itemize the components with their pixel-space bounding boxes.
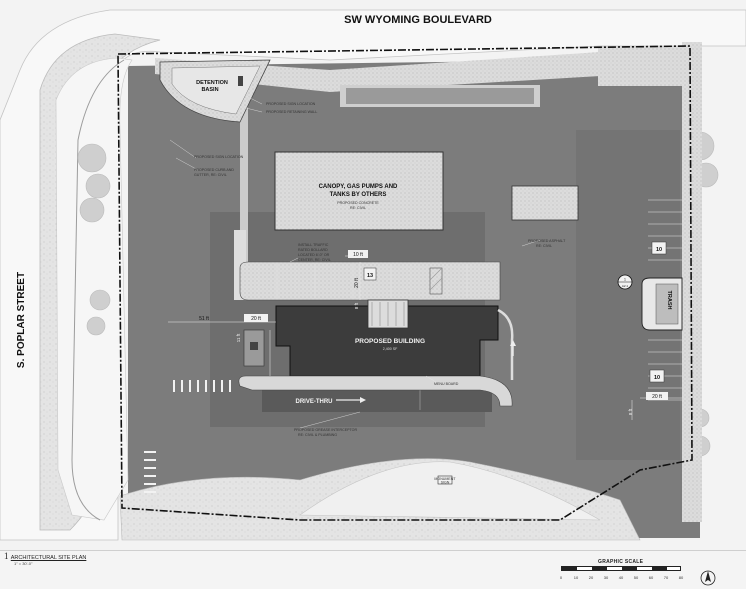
north-arrow-icon [700,570,716,586]
accessible-aisle-hatch [429,267,443,295]
dim-8ft-east: 8 ft [628,408,633,415]
east-curb-return [497,308,514,380]
graphic-scale-ticks: 0 10 20 30 40 50 60 70 80 [559,575,691,581]
graphic-scale-bar [561,566,681,571]
leader-lines [169,95,541,429]
elevation-marker: 1 A2.1 [617,274,633,290]
callout-asphalt-1: PROPOSED ASPHALT [528,239,566,243]
dim-51ft: 51 ft [199,316,209,322]
callout-bollard-3: LOCATED 6'-0" OR [298,253,330,257]
direction-arrow-north [510,340,516,356]
detention-label-line1: DETENTION [196,80,228,86]
trees-west [77,143,111,336]
building-label: PROPOSED BUILDING [355,338,425,345]
sheet-number: 1 [4,551,9,561]
canopy [274,151,444,231]
building-area: 2,400 SF [383,347,398,351]
dim-8ft: 8 ft [354,302,359,309]
sheet-scale: 1" = 30'-0" [14,561,33,566]
drive-thru-island [238,375,513,407]
crosswalk-west [173,380,231,392]
detention-basin [159,59,271,123]
monument-sign [437,475,453,485]
stall-count-box-east-upper [651,241,667,255]
callout-grease-2: RE: CIVIL & PLUMBING [298,433,337,437]
callout-grease-1: PROPOSED GREASE INTERCEPTOR [294,428,357,432]
sheet-title: 1 ARCHITECTURAL SITE PLAN [4,551,86,561]
callout-menu-board: MENU BOARD [434,382,459,386]
callout-bollard-1: INSTALL TRAFFIC [298,243,329,247]
graphic-scale-tick-label: 10 [573,575,579,580]
callout-retaining-wall: PROPOSED RETAINING WALL [266,110,317,114]
street-name-north: SW WYOMING BOULEVARD [344,14,492,26]
detention-label-line2: BASIN [201,87,218,93]
callout-sign-top: PROPOSED SIGN LOCATION [266,102,316,106]
west-curb-line [71,59,125,521]
dim-20ft-left: 20 ft [251,316,261,322]
stall-count-box-east-lower [649,369,665,383]
dim-bg-10 [348,250,368,258]
dim-20ft-east: 20 ft [652,394,662,400]
canopy-label-line1: CANOPY, GAS PUMPS AND [319,184,398,190]
marker-number: 1 [624,278,626,282]
crosswalk-south [144,451,156,493]
proposed-building [275,299,499,377]
canopy-note-line1: PROPOSED CONCRETE [337,201,379,205]
sheet-title-text: ARCHITECTURAL SITE PLAN [10,555,87,561]
canopy-label-line2: TANKS BY OTHERS [330,192,387,198]
callout-bollard-4: CENTER, RE: CIVIL [298,258,331,262]
stall-count-east-lower: 10 [654,375,660,381]
callout-sign-mid: PROPOSED SIGN LOCATION [194,155,244,159]
graphic-scale-tick-label: 50 [633,575,639,580]
graphic-scale-tick-label: 30 [603,575,609,580]
east-sidewalk [682,42,702,522]
west-road [0,9,746,541]
site-plan-drawing: SW WYOMING BOULEVARD S. POPLAR STREET DE… [0,9,746,541]
graphic-scale-tick-label: 70 [663,575,669,580]
marker-sheet: A2.1 [622,284,629,288]
drive-thru-lane [262,388,492,412]
street-name-west: S. POPLAR STREET [16,272,27,368]
trash-enclosure [641,277,683,331]
dim-11ft: 11 ft [236,333,241,342]
graphic-scale-tick-label: 40 [618,575,624,580]
drive-thru-label: DRIVE-THRU [296,399,333,405]
callout-asphalt-2: RE: CIVIL [536,244,552,248]
property-line [117,45,693,521]
front-parking-stripes [257,264,468,298]
dim-bg-20-east [646,392,668,400]
graphic-scale-tick-label: 80 [678,575,684,580]
callout-curb-2: GUTTER, RE: CIVIL [194,173,227,177]
dim-10ft-top: 10 ft [353,252,363,258]
graphic-scale-tick-label: 20 [588,575,594,580]
callout-monument-2: SIGN [441,481,450,485]
callout-bollard-2: RATED BOLLARD [298,248,328,252]
stall-count-front: 13 [367,273,373,279]
dim-20ft-vertical: 20 ft [354,278,360,288]
graphic-scale-tick-label: 60 [648,575,654,580]
graphic-scale-title: GRAPHIC SCALE [598,559,644,565]
callout-curb-1: PROPOSED CURB AND [194,168,234,172]
utility-box [250,342,258,350]
callout-monument-1: MONUMENT [434,477,456,481]
east-pad [511,185,579,221]
stall-count-box-front [363,267,377,281]
dim-bg-20 [244,314,268,322]
front-sidewalk [239,261,501,301]
north-sidewalk [155,46,684,92]
graphic-scale-tick-label: 0 [559,575,563,580]
trash-label: TRASH [666,291,672,310]
canopy-note-line2: RE: CIVIL [350,206,366,210]
stall-count-east-upper: 10 [656,247,662,253]
